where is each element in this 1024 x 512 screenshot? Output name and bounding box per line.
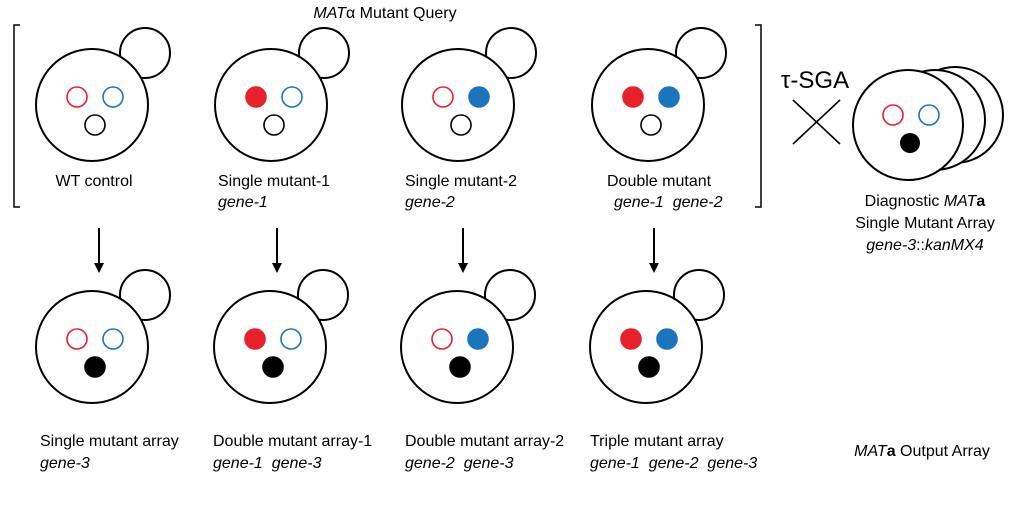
query-3-black-marker <box>450 114 472 136</box>
output-2-black-marker <box>262 356 284 378</box>
query-2-red-marker <box>245 86 267 108</box>
query-1-mother-cell <box>35 48 149 162</box>
output-2-yeast-cell <box>213 269 349 404</box>
output-3-mother-cell <box>400 290 514 404</box>
output-1-black-marker <box>84 356 106 378</box>
tau-sga-label: τ-SGA <box>781 67 849 94</box>
output-2-mother-cell <box>213 290 327 404</box>
query-4-blue-marker <box>658 86 680 108</box>
output-label-3: Double mutant array-2 <box>405 433 564 450</box>
array-stack <box>852 66 1004 181</box>
query-2-black-marker <box>263 114 285 136</box>
query-cells <box>35 27 727 162</box>
output-4-black-marker <box>638 356 660 378</box>
query-3-mother-cell <box>401 48 515 162</box>
array-line3: gene-3::kanMX4 <box>866 237 984 254</box>
query-genes-single-2: gene-2 <box>405 194 455 211</box>
right-bracket <box>755 24 762 208</box>
array-black-marker <box>900 133 920 153</box>
query-2-yeast-cell <box>214 27 350 162</box>
cross-line-b <box>792 99 841 145</box>
query-genes-double: gene-1 gene-2 <box>614 194 723 211</box>
query-1-blue-marker <box>102 86 124 108</box>
output-label-2: Double mutant array-1 <box>213 433 372 450</box>
left-bracket <box>13 24 20 208</box>
output-3-red-marker <box>431 328 453 350</box>
query-3-red-marker <box>432 86 454 108</box>
query-4-black-marker <box>640 114 662 136</box>
array-blue-marker <box>918 104 940 126</box>
output-1-blue-marker <box>102 328 124 350</box>
query-2-blue-marker <box>281 86 303 108</box>
query-3-yeast-cell <box>401 27 537 162</box>
output-3-black-marker <box>449 356 471 378</box>
query-genes-single-1: gene-1 <box>218 194 268 211</box>
output-array-title: MATa Output Array <box>854 443 990 460</box>
output-label-4: Triple mutant array <box>590 433 724 450</box>
output-genes-3: gene-2 gene-3 <box>405 455 514 472</box>
output-4-red-marker <box>620 328 642 350</box>
output-3-yeast-cell <box>400 269 536 404</box>
output-label-1: Single mutant array <box>40 433 179 450</box>
output-3-blue-marker <box>467 328 489 350</box>
output-2-red-marker <box>244 328 266 350</box>
output-genes-2: gene-1 gene-3 <box>213 455 322 472</box>
array-line1: Diagnostic MATa <box>865 193 986 210</box>
query-4-mother-cell <box>591 48 705 162</box>
query-3-blue-marker <box>468 86 490 108</box>
query-title: MATα Mutant Query <box>313 5 456 22</box>
query-1-yeast-cell <box>35 27 171 162</box>
output-4-blue-marker <box>656 328 678 350</box>
query-2-mother-cell <box>214 48 328 162</box>
query-label-single-1: Single mutant-1 <box>218 173 330 190</box>
query-1-red-marker <box>66 86 88 108</box>
output-1-yeast-cell <box>35 269 171 404</box>
array-red-marker <box>882 104 904 126</box>
output-cells <box>35 269 725 404</box>
output-genes-1: gene-3 <box>40 455 90 472</box>
output-4-yeast-cell <box>589 269 725 404</box>
query-1-black-marker <box>84 114 106 136</box>
output-2-blue-marker <box>280 328 302 350</box>
output-4-mother-cell <box>589 290 703 404</box>
query-4-red-marker <box>622 86 644 108</box>
query-label-single-2: Single mutant-2 <box>405 173 517 190</box>
array-line2: Single Mutant Array <box>855 215 995 232</box>
output-1-red-marker <box>66 328 88 350</box>
query-label-double: Double mutant <box>607 173 712 190</box>
query-label-wt: WT control <box>55 173 132 190</box>
output-genes-4: gene-1 gene-2 gene-3 <box>590 455 757 472</box>
output-1-mother-cell <box>35 290 149 404</box>
array-cell-front <box>852 69 964 181</box>
query-4-yeast-cell <box>591 27 727 162</box>
